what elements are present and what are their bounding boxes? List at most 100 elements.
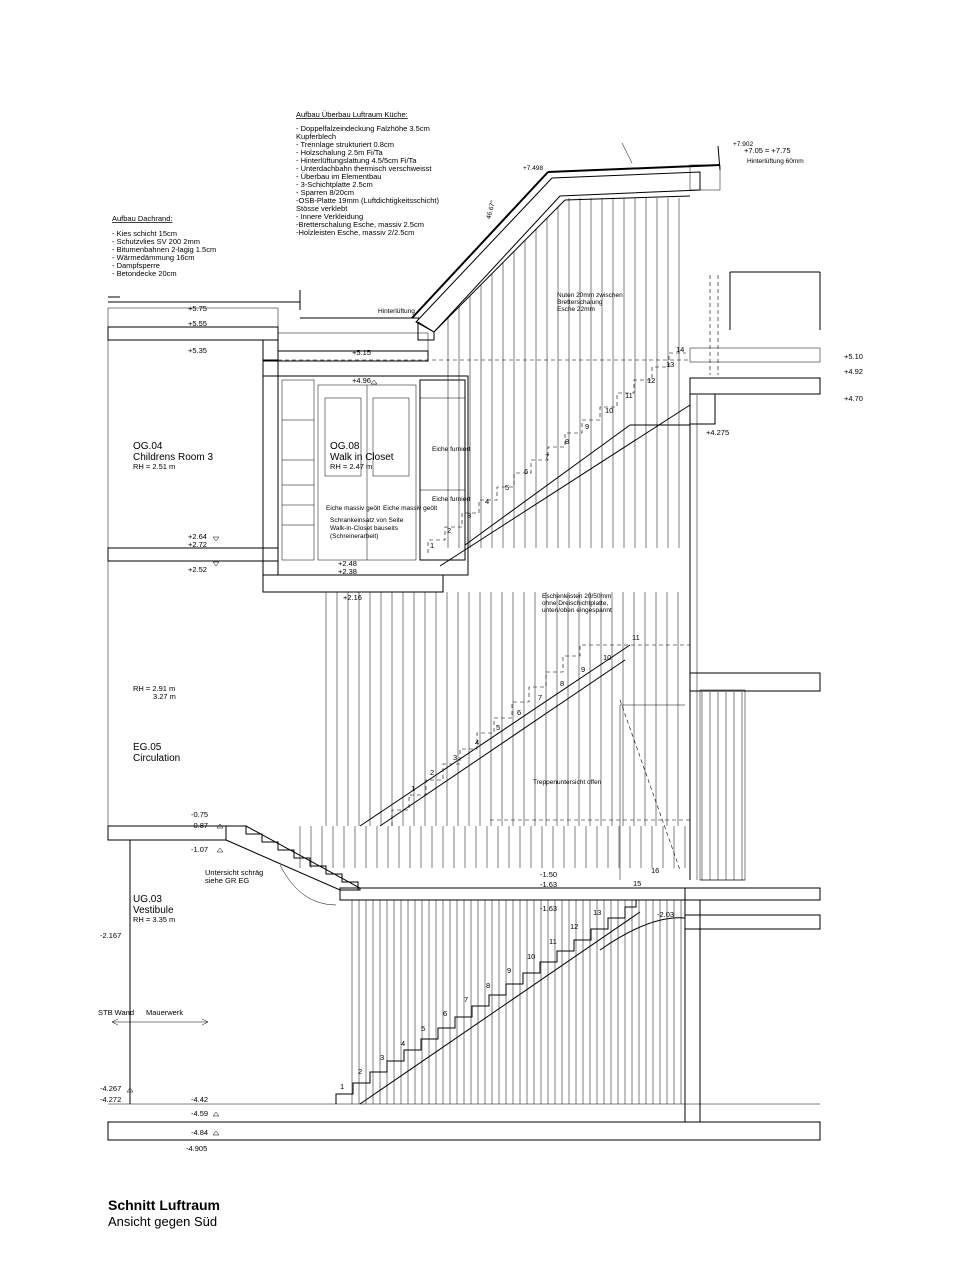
ash-wood-cladding <box>299 198 743 1104</box>
roof-item: - 3-Schichtplatte 2.5cm <box>296 180 373 189</box>
room-code: OG.08 <box>330 441 360 452</box>
level-mark: +2.72 <box>188 540 207 549</box>
note: Eiche furniert <box>432 496 470 503</box>
room-rh: RH = 3.35 m <box>133 915 175 924</box>
level-mark: -4.59 <box>191 1109 208 1118</box>
level-mark: +2.16 <box>343 593 362 602</box>
step-number: 10 <box>527 952 535 961</box>
note: ohne Dreischichtplatte, <box>542 600 608 607</box>
wall-direction-arrow <box>111 1018 209 1026</box>
step-number: 4 <box>401 1039 405 1048</box>
step-number: 14 <box>676 345 684 354</box>
step-number: 2 <box>430 768 434 777</box>
room-name: Walk in Closet <box>330 452 394 463</box>
step-number: 6 <box>517 708 521 717</box>
level-mark: -0.87 <box>191 821 208 830</box>
step-number: 11 <box>549 937 557 946</box>
note: 46.67° <box>484 199 497 220</box>
step-number: 9 <box>585 422 589 431</box>
level-mark: +5.75 <box>188 304 207 313</box>
level-mark: -2.03 <box>657 910 674 919</box>
room-name: Vestibule <box>133 905 174 916</box>
step-number: 7 <box>464 995 468 1004</box>
level-mark: +2.48 <box>338 559 357 568</box>
level-mark: -1.63 <box>540 904 557 913</box>
note: Eiche massiv geölt <box>326 505 380 512</box>
roof-item: - Überbau im Elementbau <box>296 172 381 181</box>
room-name: Circulation <box>133 753 180 764</box>
room-rh: RH = 2.51 m <box>133 462 175 471</box>
note: Untersicht schräg <box>205 868 263 877</box>
step-number: 9 <box>581 665 585 674</box>
level-mark: +5.35 <box>188 346 207 355</box>
level-mark: -1.50 <box>540 870 557 879</box>
roof-item: - Holzschalung 2.5m Fi/Ta <box>296 148 384 157</box>
edge-item: - Betondecke 20cm <box>112 269 177 278</box>
note: (Schreinerarbeit) <box>330 533 378 540</box>
level-mark: +2.64 <box>188 532 207 541</box>
roof-item: - Innere Verkleidung <box>296 212 363 221</box>
room-rh: RH = 2.47 m <box>330 462 372 471</box>
edge-build-up-notes: Aufbau Dachrand: - Kies schicht 15cm - S… <box>112 214 216 278</box>
level-mark: -2.167 <box>100 931 121 940</box>
level-triangles <box>126 379 378 1136</box>
note: Esche 22mm <box>557 306 595 313</box>
step-number: 1 <box>430 541 434 550</box>
room-rh: RH = 2.91 m <box>133 684 175 693</box>
edge-build-up-heading: Aufbau Dachrand: <box>112 214 172 223</box>
level-mark: +5.15 <box>352 348 371 357</box>
step-number: 3 <box>380 1053 384 1062</box>
step-number: 5 <box>421 1024 425 1033</box>
level-mark: -4.42 <box>191 1095 208 1104</box>
level-marks-right: +5.10 +4.92 +4.70 +4.275 +7.498 +7.902 +… <box>523 141 863 437</box>
step-number: 13 <box>666 360 674 369</box>
step-number: 3 <box>467 511 471 520</box>
level-mark: +4.92 <box>844 367 863 376</box>
room-rh2: 3.27 m <box>153 692 176 701</box>
step-number: 3 <box>453 753 457 762</box>
edge-item: - Schutzvlies SV 200 2mm <box>112 237 200 246</box>
level-mark: -4.267 <box>100 1084 121 1093</box>
note: Hinterlüftung <box>378 308 415 315</box>
roof-item: -Bretterschalung Esche, massiv 2.5cm <box>296 220 424 229</box>
level-mark: +7.902 <box>733 141 753 148</box>
step-number: 1 <box>340 1082 344 1091</box>
step-number: 10 <box>603 653 611 662</box>
step-number: 11 <box>632 633 640 642</box>
drawing-title: Schnitt Luftraum <box>108 1197 220 1213</box>
step-number: 11 <box>625 391 633 400</box>
level-mark: -1.63 <box>540 880 557 889</box>
level-mark: +4.275 <box>706 428 729 437</box>
roof-item: -Holzleisten Esche, massiv 2/2.5cm <box>296 228 414 237</box>
note: Bretterschalung <box>557 299 603 306</box>
note: Hinterlüftung 60mm <box>747 158 804 165</box>
step-number: 4 <box>485 497 489 506</box>
sloped-roof <box>411 142 721 341</box>
step-number: 16 <box>651 866 659 875</box>
roof-item: Kupferblech <box>296 132 336 141</box>
level-mark: -1.07 <box>191 845 208 854</box>
drawing-notes: Hinterlüftung Hinterlüftung 60mm Nuten 2… <box>98 158 804 1017</box>
step-number: 4 <box>475 738 479 747</box>
level-mark: +2.52 <box>188 565 207 574</box>
step-number: 5 <box>505 483 509 492</box>
step-number: 8 <box>565 437 569 446</box>
step-number: 8 <box>486 981 490 990</box>
roof-item: - Doppelfalzeindeckung Falzhöhe 3.5cm <box>296 124 430 133</box>
note: Walk-in-Closet bauseits <box>330 525 399 532</box>
note: Eiche massiv geölt <box>383 505 437 512</box>
structure-slabs <box>107 290 821 1141</box>
drawing-subtitle: Ansicht gegen Süd <box>108 1214 218 1229</box>
step-number: 8 <box>560 679 564 688</box>
step-number: 6 <box>443 1009 447 1018</box>
roof-build-up-notes: Aufbau Überbau Luftraum Küche: - Doppelf… <box>296 110 439 237</box>
roof-item: -OSB-Platte 19mm (Luftdichtigkeitsschich… <box>296 196 439 205</box>
level-mark: +7.05 = +7.75 <box>744 146 791 155</box>
note: siehe GR EG <box>205 876 249 885</box>
note: STB Wand <box>98 1008 134 1017</box>
roof-item: - Sparren 8/20cm <box>296 188 354 197</box>
step-number: 12 <box>570 922 578 931</box>
roof-item: - Trennlage strukturiert 0.8cm <box>296 140 394 149</box>
edge-item: - Kies schicht 15cm <box>112 229 177 238</box>
